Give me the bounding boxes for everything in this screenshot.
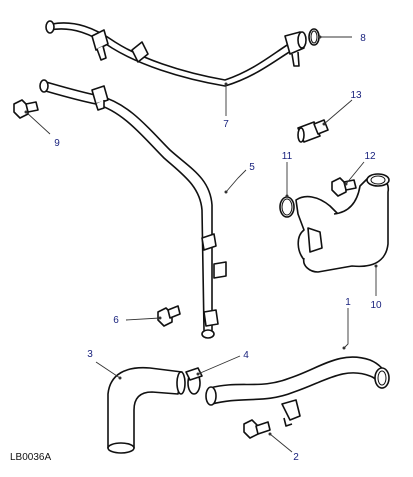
part-11-o-ring[interactable] [279,196,295,218]
leader-1 [343,308,349,349]
part-3-curved-hose[interactable] [107,366,186,454]
leader-5 [225,169,247,193]
callout-7: 7 [223,119,229,130]
leader-9 [25,111,51,135]
part-12-bolt[interactable] [331,177,357,197]
part-6-bolt[interactable] [157,305,181,327]
callout-6: 6 [113,315,119,326]
callout-11: 11 [282,151,293,162]
callout-9: 9 [54,138,60,149]
callout-3: 3 [87,349,93,360]
leader-2 [269,433,293,453]
part-7-upper-pipe[interactable] [45,20,307,87]
leader-3 [95,361,121,379]
callout-13: 13 [350,90,362,101]
part-2-bolt[interactable] [243,419,271,439]
part-5-vertical-pipe[interactable] [39,79,227,339]
part-9-bolt[interactable] [13,99,39,119]
part-10-elbow-housing[interactable] [295,173,390,273]
leader-lines [24,35,378,453]
leader-13 [323,99,353,125]
callout-5: 5 [249,162,255,173]
leader-12 [345,161,365,185]
leader-6 [125,317,161,321]
part-4-hose-clip[interactable] [185,367,203,395]
callout-4: 4 [243,350,249,361]
callouts: 1 2 3 4 5 6 7 8 9 10 11 12 13 [54,33,382,463]
callout-10: 10 [370,300,382,311]
callout-8: 8 [360,33,366,44]
leader-4 [197,355,241,375]
part-1-lower-pipe[interactable] [205,356,390,427]
diagram-id-label: LB0036A [10,452,51,463]
callout-1: 1 [345,297,351,308]
callout-12: 12 [364,151,376,162]
part-8-o-ring[interactable] [308,28,320,46]
callout-2: 2 [293,452,299,463]
